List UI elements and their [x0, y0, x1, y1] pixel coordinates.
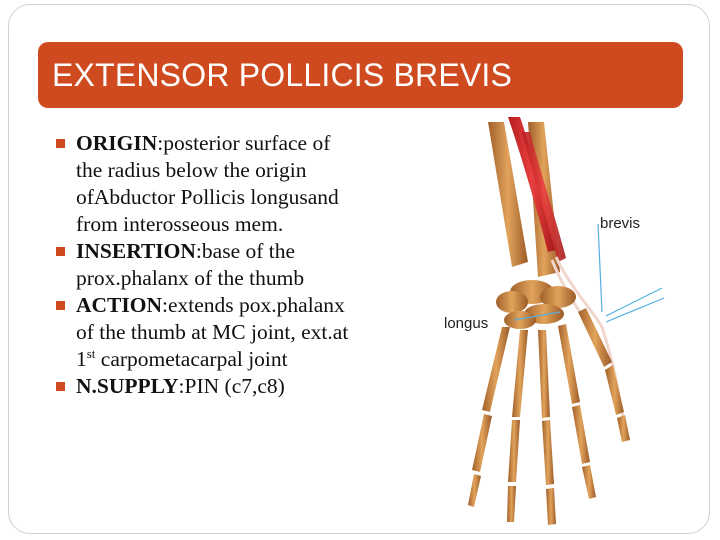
phalanx-bone	[468, 474, 481, 507]
phalanx-bone	[546, 488, 556, 525]
title-bar: EXTENSOR POLLICIS BREVIS	[38, 42, 683, 108]
bullet-term: ORIGIN	[76, 131, 158, 155]
bullet-term: ACTION	[76, 293, 163, 317]
bullet-separator: :	[178, 374, 185, 398]
brevis-pointer-line	[597, 223, 603, 313]
metacarpal-bone	[538, 330, 550, 418]
bullet-separator: :	[157, 131, 164, 155]
metacarpal-bone	[558, 324, 580, 404]
bullet-text: of the thumb at MC joint, ext.at	[76, 320, 349, 344]
bullet-nerve-supply: N.SUPPLY:PIN (c7,c8)	[56, 373, 436, 400]
bullet-insertion: INSERTION:base of the prox.phalanx of th…	[56, 238, 436, 292]
bullet-text: carpometacarpal joint	[95, 347, 288, 371]
label-longus: longus	[444, 315, 488, 332]
thumb-metacarpal-bone	[578, 308, 612, 367]
label-brevis: brevis	[600, 215, 640, 232]
bullet-text: extends pox.phalanx	[168, 293, 345, 317]
ordinal-suffix: st	[86, 345, 96, 361]
carpal-bone	[504, 311, 536, 329]
phalanx-bone	[582, 465, 596, 499]
bullet-text-last: 1st carpometacarpal joint	[76, 346, 436, 373]
bullet-text: from interosseous mem.	[76, 212, 284, 236]
pointer-line	[605, 297, 665, 323]
anatomy-illustration: brevis longus	[440, 112, 682, 534]
phalanx-bone	[542, 420, 554, 485]
bullet-text: posterior surface of	[163, 131, 331, 155]
bullet-separator: :	[195, 239, 202, 263]
abductor-pollicis-longus-muscle	[508, 117, 556, 252]
phalanx-bone	[507, 486, 516, 522]
slide-title: EXTENSOR POLLICIS BREVIS	[52, 56, 513, 93]
bullet-square-icon	[56, 139, 65, 148]
bullet-square-icon	[56, 247, 65, 256]
extensor-pollicis-brevis-muscle	[522, 132, 566, 262]
bullet-term: INSERTION	[76, 239, 196, 263]
ordinal-number: 1	[76, 347, 87, 371]
bullet-square-icon	[56, 382, 65, 391]
carpal-bone	[540, 286, 576, 308]
bullet-square-icon	[56, 301, 65, 310]
bullet-text: the radius below the origin	[76, 158, 307, 182]
thumb-phalanx-bone	[605, 365, 624, 415]
bullet-text: prox.phalanx of the thumb	[76, 266, 305, 290]
phalanx-bone	[508, 420, 520, 482]
ulna-bone	[488, 122, 528, 267]
bullet-separator: :	[162, 293, 168, 317]
bullet-origin: ORIGIN:posterior surface of the radius b…	[56, 130, 436, 238]
bullet-list: ORIGIN:posterior surface of the radius b…	[56, 130, 436, 400]
phalanx-bone	[472, 414, 492, 472]
pointer-line	[605, 287, 663, 317]
longus-pointer-line	[513, 311, 561, 321]
carpal-bone	[496, 291, 528, 313]
metacarpal-bone	[512, 330, 528, 417]
forearm-hand-bones-illustration: brevis longus	[444, 117, 665, 525]
phalanx-bone	[572, 405, 590, 464]
bullet-text: ofAbductor Pollicis longusand	[76, 185, 339, 209]
metacarpal-bone	[482, 327, 510, 412]
bullet-text: base of the	[201, 239, 296, 263]
bullet-text: PIN (c7,c8)	[184, 374, 285, 398]
bullet-action: ACTION:extends pox.phalanx of the thumb …	[56, 292, 436, 373]
thumb-phalanx-bone	[617, 415, 630, 442]
bullet-term: N.SUPPLY	[76, 374, 179, 398]
